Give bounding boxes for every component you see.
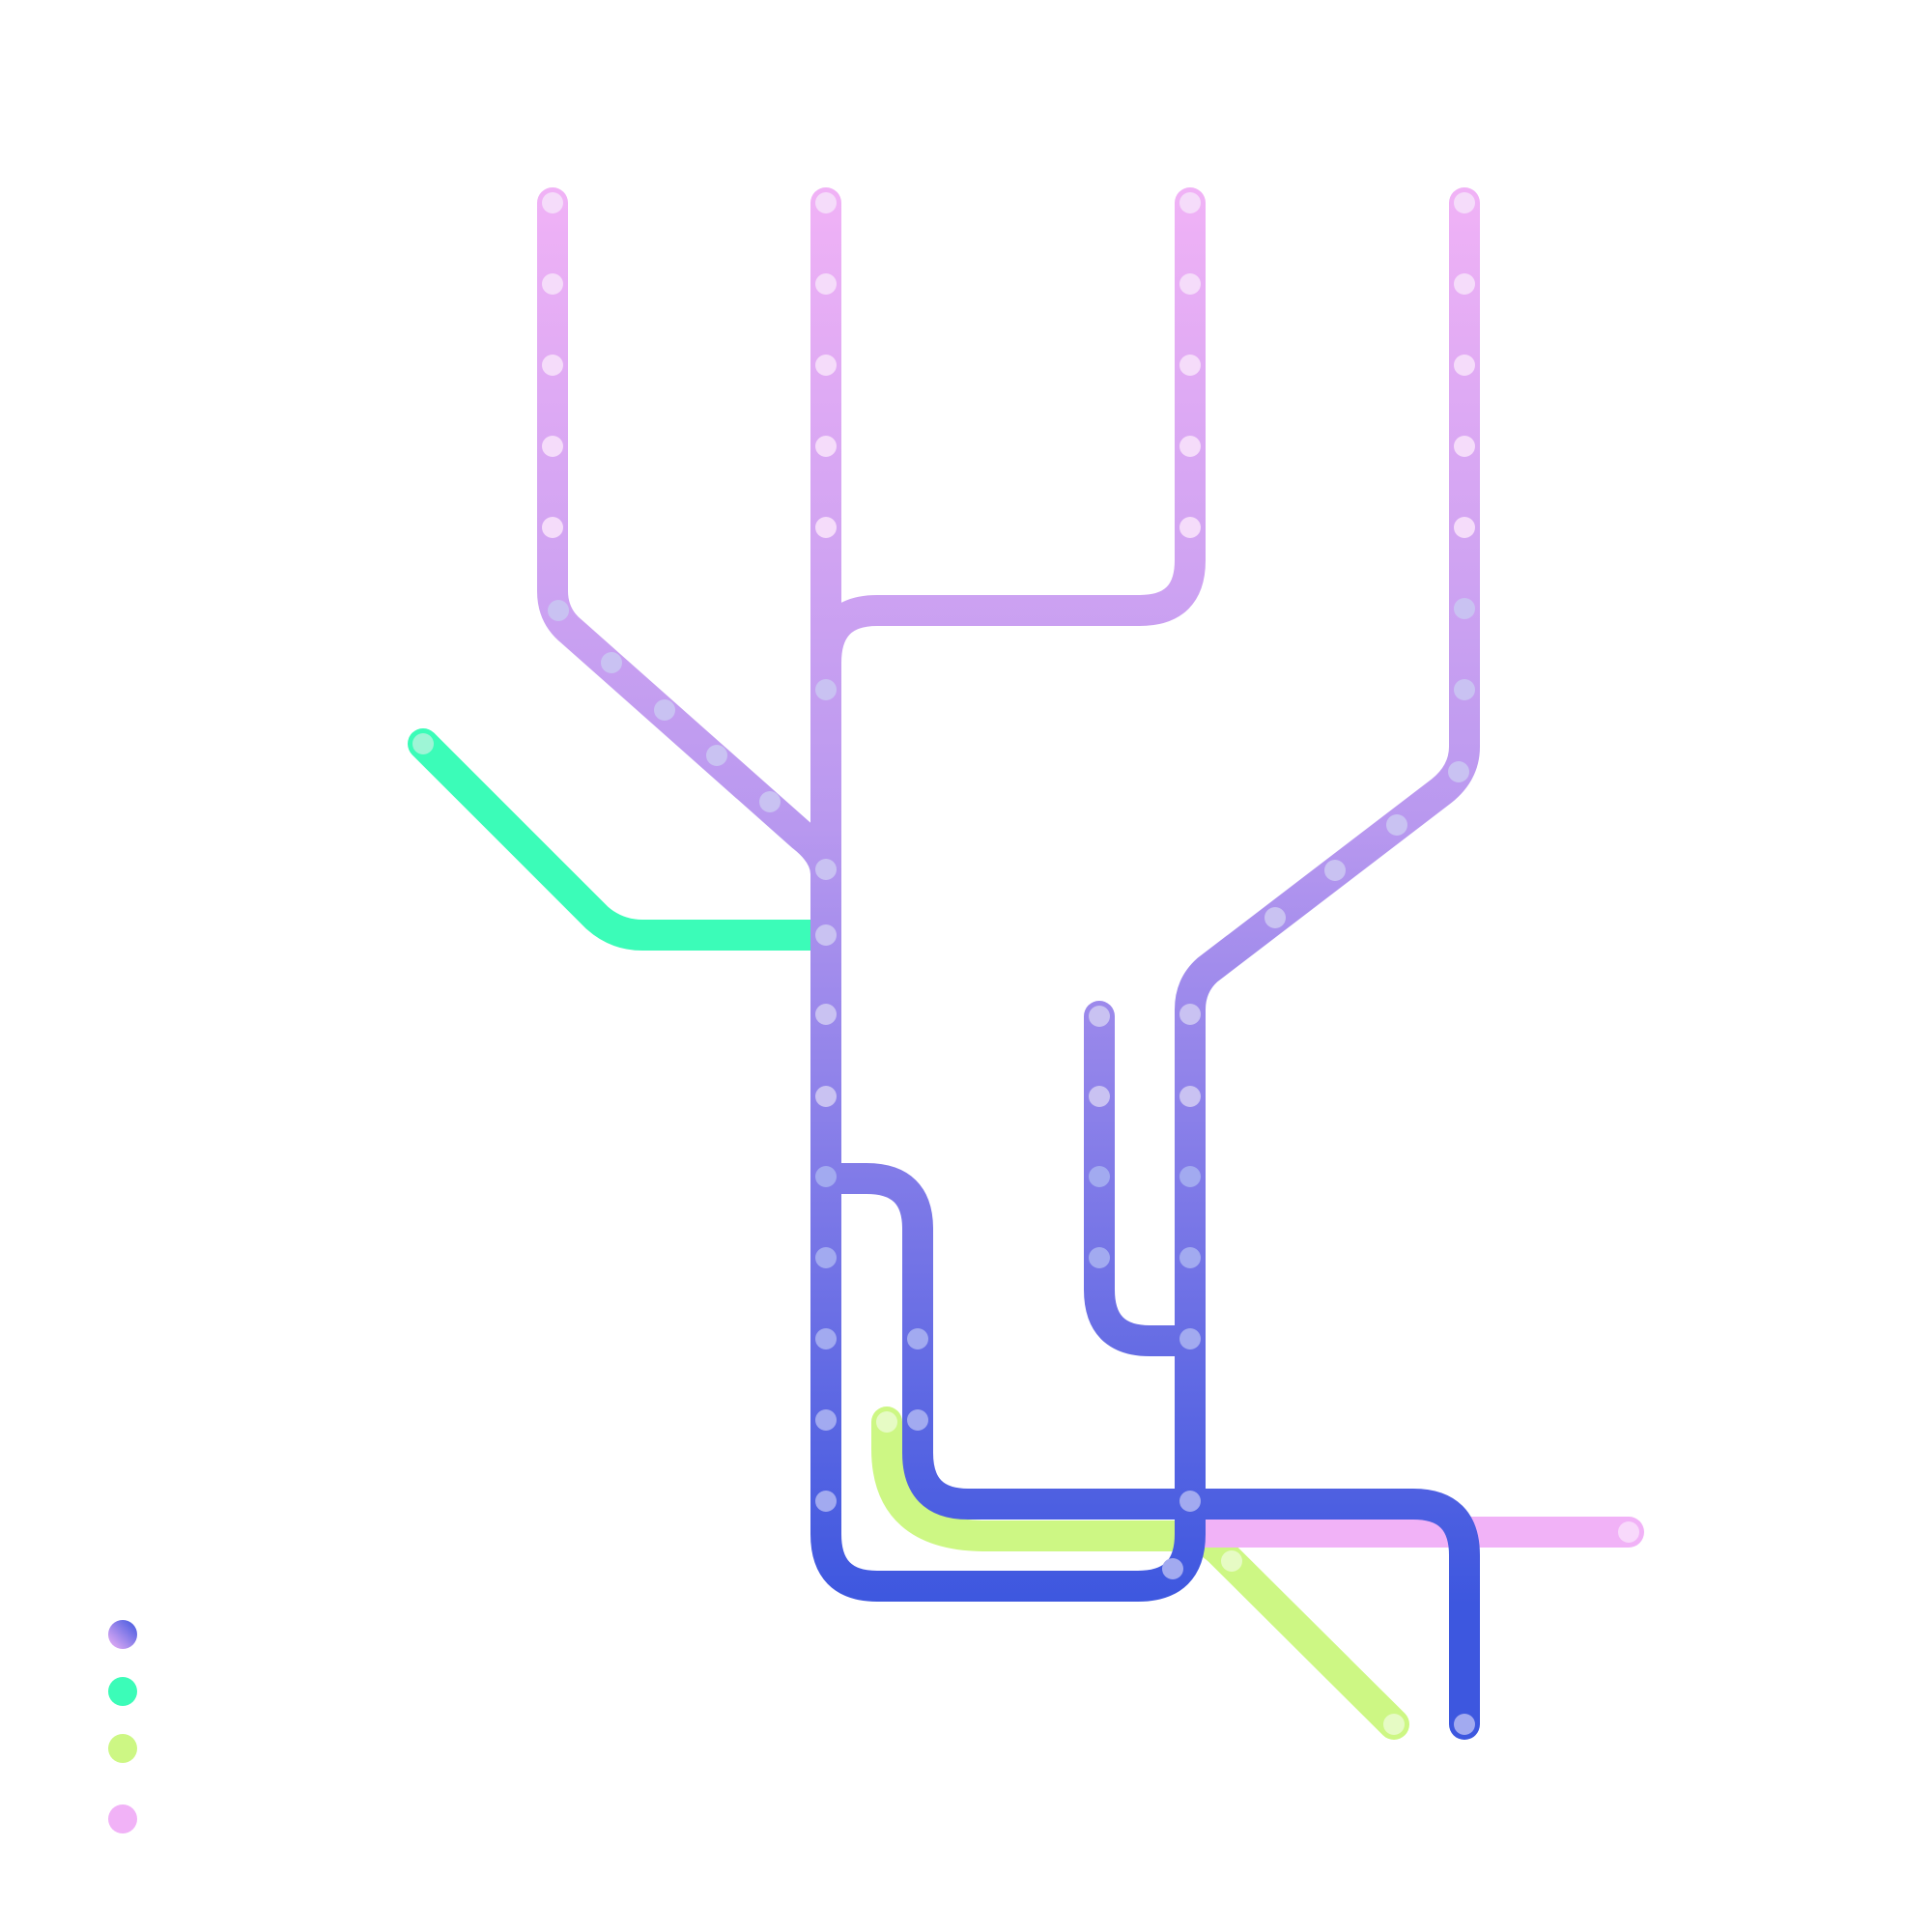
station-pink-east[interactable] [1618,1521,1639,1543]
station-28[interactable] [1179,355,1201,376]
station-34[interactable] [1454,436,1475,457]
station-32[interactable] [1454,273,1475,295]
station-49[interactable] [1089,1006,1110,1027]
station-46[interactable] [1179,1328,1201,1350]
station-18[interactable] [815,924,837,946]
teal-line [408,728,841,951]
station-31[interactable] [1454,192,1475,213]
station-39[interactable] [1386,814,1407,836]
gradient-trunk-line [537,187,1480,1740]
station-22[interactable] [815,1247,837,1268]
station-48[interactable] [1162,1558,1183,1579]
station-36[interactable] [1454,598,1475,619]
station-5[interactable] [542,517,563,538]
station-13[interactable] [815,355,837,376]
station-50[interactable] [1089,1086,1110,1107]
station-3[interactable] [542,355,563,376]
station-51[interactable] [1089,1166,1110,1187]
station-26[interactable] [1179,192,1201,213]
station-30[interactable] [1179,517,1201,538]
station-38[interactable] [1448,761,1469,782]
station-21[interactable] [815,1166,837,1187]
station-10[interactable] [759,791,781,812]
station-14[interactable] [815,436,837,457]
station-9[interactable] [706,745,727,766]
legend-item-teal[interactable] [108,1662,155,1719]
station-12[interactable] [815,273,837,295]
station-2[interactable] [542,273,563,295]
station-8[interactable] [654,699,675,721]
station-55[interactable] [1454,1714,1475,1735]
station-54[interactable] [907,1409,928,1431]
legend-swatch-teal [108,1676,137,1706]
legend-item-gradient-trunk[interactable] [108,1605,155,1662]
station-17[interactable] [815,859,837,880]
station-41[interactable] [1264,907,1286,928]
station-43[interactable] [1179,1086,1201,1107]
station-52[interactable] [1089,1247,1110,1268]
station-16[interactable] [815,679,837,700]
station-6[interactable] [548,600,569,621]
station-44[interactable] [1179,1166,1201,1187]
station-15[interactable] [815,517,837,538]
legend [108,1605,155,1847]
station-7[interactable] [601,652,622,673]
station-27[interactable] [1179,273,1201,295]
station-40[interactable] [1324,860,1346,881]
legend-item-lime[interactable] [108,1719,155,1776]
station-lime-1[interactable] [876,1411,897,1433]
station-19[interactable] [815,1004,837,1025]
pink-line [1182,1517,1644,1548]
station-53[interactable] [907,1328,928,1350]
station-42[interactable] [1179,1004,1201,1025]
station-33[interactable] [1454,355,1475,376]
station-lime-3[interactable] [1383,1714,1405,1735]
station-lime-2[interactable] [1221,1550,1242,1572]
station-23[interactable] [815,1328,837,1350]
legend-swatch-gradient-trunk [108,1619,137,1649]
station-37[interactable] [1454,679,1475,700]
station-29[interactable] [1179,436,1201,457]
station-45[interactable] [1179,1247,1201,1268]
legend-swatch-lime [108,1733,137,1763]
station-20[interactable] [815,1086,837,1107]
station-4[interactable] [542,436,563,457]
station-1[interactable] [542,192,563,213]
legend-item-pink[interactable] [108,1790,155,1847]
station-35[interactable] [1454,517,1475,538]
station-24[interactable] [815,1409,837,1431]
station-11[interactable] [815,192,837,213]
station-47[interactable] [1179,1491,1201,1512]
station-25[interactable] [815,1491,837,1512]
legend-swatch-pink [108,1804,137,1833]
station-group [542,192,1475,1735]
station-teal-west[interactable] [412,733,434,754]
